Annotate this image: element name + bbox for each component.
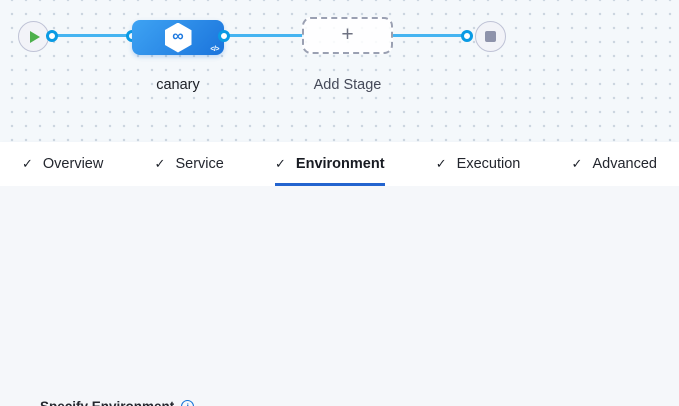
connector-line — [52, 34, 132, 37]
tab-environment[interactable]: ✓ Environment — [275, 142, 385, 186]
connector-line — [392, 34, 468, 37]
tab-service[interactable]: ✓ Service — [155, 142, 224, 186]
connector-line — [224, 34, 304, 37]
check-icon: ✓ — [571, 156, 583, 171]
tab-label: Overview — [42, 156, 104, 172]
environment-tab-panel: Specify Environment i <+input> Σx ❮ Back… — [0, 186, 679, 406]
infinity-icon: ∞ — [172, 28, 184, 45]
stop-icon — [485, 31, 496, 42]
specify-environment-row: Specify Environment i — [40, 399, 195, 406]
pipeline-end-node — [475, 21, 506, 52]
tab-advanced[interactable]: ✓ Advanced — [572, 142, 657, 186]
check-icon: ✓ — [275, 156, 286, 171]
tab-execution[interactable]: ✓ Execution — [436, 142, 521, 186]
add-stage-node[interactable]: + — [302, 17, 393, 54]
tab-label: Advanced — [592, 156, 657, 172]
code-icon: </> — [210, 46, 219, 53]
stage-node-canary[interactable]: ∞ </> — [132, 20, 224, 55]
check-icon: ✓ — [154, 156, 166, 171]
stage-name-label: canary — [156, 77, 200, 93]
pipeline-start-node — [18, 21, 49, 52]
tab-label: Service — [175, 156, 224, 172]
pipeline-canvas[interactable]: ∞ </> + canary Add Stage — [0, 0, 679, 143]
specify-environment-label: Specify Environment — [40, 399, 174, 406]
check-icon: ✓ — [22, 156, 33, 171]
add-stage-label: Add Stage — [313, 77, 382, 93]
deployment-hexagon-icon: ∞ — [164, 22, 192, 53]
connector-port[interactable] — [46, 30, 58, 42]
connector-port[interactable] — [218, 30, 230, 42]
play-icon — [30, 30, 40, 43]
tab-label: Environment — [295, 156, 385, 172]
check-icon: ✓ — [435, 156, 447, 171]
tab-label: Execution — [456, 156, 521, 172]
plus-icon: + — [341, 23, 354, 46]
connector-port[interactable] — [461, 30, 473, 42]
tab-overview[interactable]: ✓ Overview — [22, 142, 103, 186]
stage-tabbar: ✓ Overview ✓ Service ✓ Environment ✓ Exe… — [0, 142, 679, 186]
info-icon[interactable]: i — [181, 400, 195, 406]
